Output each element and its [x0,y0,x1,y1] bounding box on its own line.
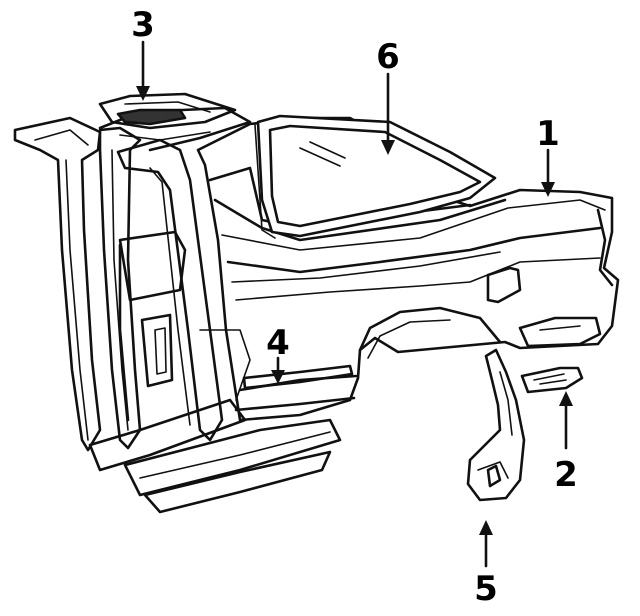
callout-labels: 1 2 3 4 5 6 [131,5,578,609]
callout-2-label: 2 [554,455,578,495]
wheel-house-splash-shield [466,348,526,502]
callout-1-label: 1 [536,114,560,154]
callout-arrows [136,40,573,568]
roof-side-rail [98,92,237,130]
callout-5-label: 5 [474,569,498,609]
quarter-window-glass [254,114,497,239]
callout-6-label: 6 [376,37,400,77]
callout-3-label: 3 [131,5,155,45]
body-side-molding [242,364,354,390]
callout-4-label: 4 [266,323,290,363]
side-marker-lamp [520,366,584,394]
